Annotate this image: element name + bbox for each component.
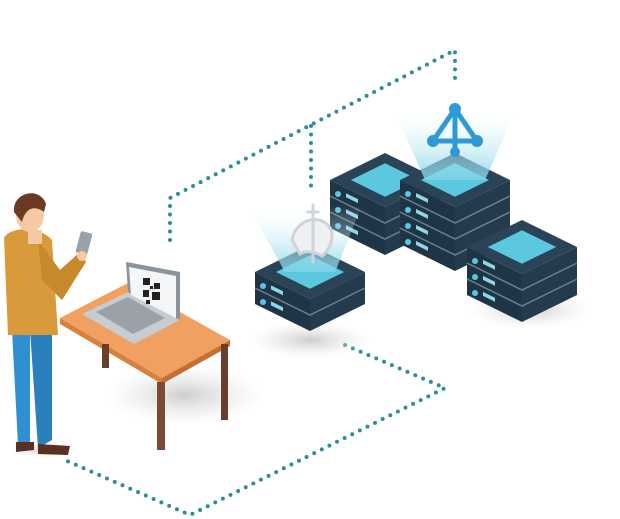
server-status-light xyxy=(472,274,478,280)
upper-connection-line xyxy=(168,46,457,242)
server-status-light xyxy=(472,258,478,264)
server-status-light xyxy=(260,299,266,305)
server-status-light xyxy=(405,223,411,229)
server-vent xyxy=(346,193,358,204)
server-status-light xyxy=(405,207,411,213)
user-figure xyxy=(4,193,93,455)
server-vent xyxy=(416,209,428,219)
mysql-dolphin-icon xyxy=(290,203,334,264)
phone-qr-code-icon xyxy=(75,231,93,255)
right-server-stack xyxy=(466,220,578,322)
server-vent xyxy=(483,259,495,270)
server-top-panel xyxy=(487,230,557,264)
server-vent xyxy=(416,241,428,251)
server-vent xyxy=(483,275,495,286)
server-vent xyxy=(271,285,283,296)
server-status-light xyxy=(472,290,478,296)
server-status-light xyxy=(405,191,411,197)
server-vent xyxy=(483,291,495,302)
server-status-light xyxy=(405,239,411,245)
network-nodes-icon xyxy=(427,103,483,157)
laptop xyxy=(82,262,180,344)
server-vent xyxy=(416,193,428,203)
connection-lines xyxy=(63,46,457,518)
lower-connection-line xyxy=(63,343,450,518)
server-vent xyxy=(416,225,428,235)
laptop-qr-code-icon xyxy=(143,278,160,304)
server-status-light xyxy=(335,191,341,197)
server-vent xyxy=(271,301,283,312)
server-status-light xyxy=(260,283,266,289)
